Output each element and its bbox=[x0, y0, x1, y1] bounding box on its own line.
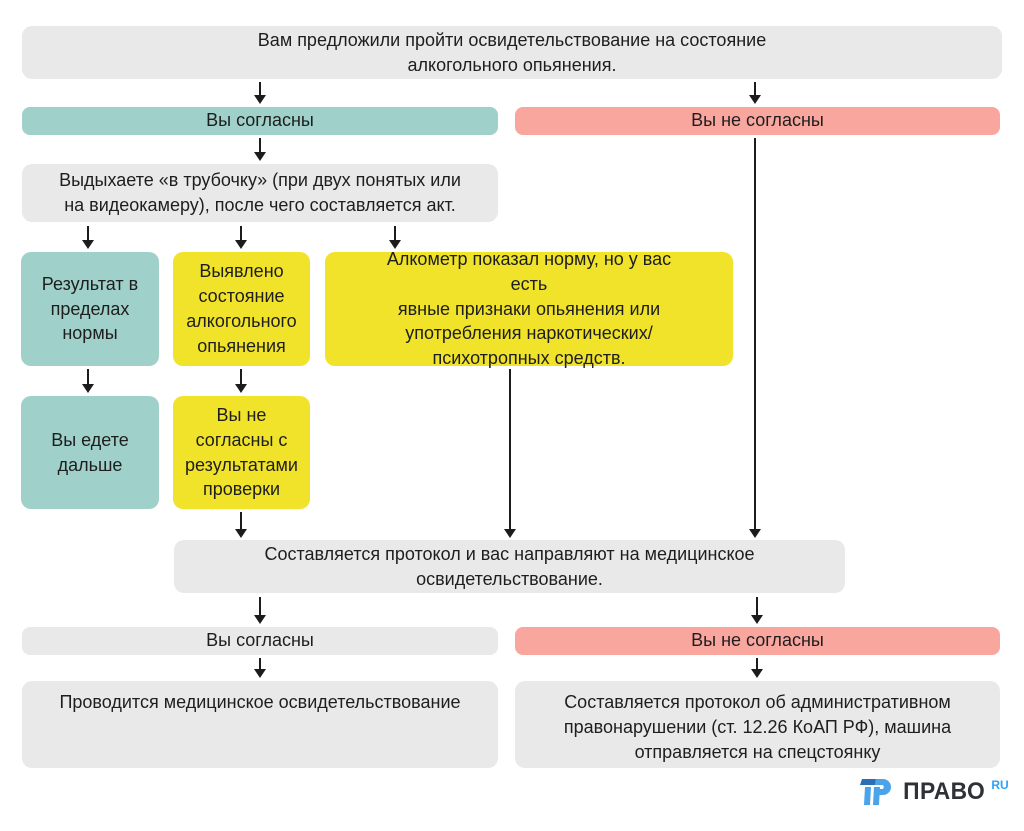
arrow-down bbox=[82, 226, 94, 249]
node-breath-test: Выдыхаете «в трубочку» (при двух понятых… bbox=[22, 164, 498, 222]
node-disagree-top: Вы не согласны bbox=[515, 107, 1000, 135]
node-start: Вам предложили пройти освидетельствовани… bbox=[22, 26, 1002, 79]
node-protocol-admin-offense-label: Составляется протокол об административно… bbox=[563, 692, 952, 762]
arrow-down bbox=[389, 226, 401, 249]
arrow-down bbox=[254, 138, 266, 161]
node-drive-on-label: Вы едете дальше bbox=[51, 429, 129, 475]
arrow-down bbox=[254, 658, 266, 678]
node-result-normal-label: Результат в пределах нормы bbox=[41, 273, 139, 344]
arrow-down bbox=[749, 82, 761, 104]
arrow-down bbox=[235, 512, 247, 538]
node-start-label: Вам предложили пройти освидетельствовани… bbox=[257, 29, 767, 75]
node-disagree-bottom-label: Вы не согласны bbox=[691, 630, 824, 651]
arrow-down bbox=[235, 369, 247, 393]
node-protocol-medical-referral: Составляется протокол и вас направляют н… bbox=[174, 540, 845, 593]
arrow-down bbox=[751, 597, 763, 624]
node-intoxication-found: Выявлено состояние алкогольного опьянени… bbox=[173, 252, 310, 366]
node-intoxication-found-label: Выявлено состояние алкогольного опьянени… bbox=[186, 261, 297, 356]
node-result-normal: Результат в пределах нормы bbox=[21, 252, 159, 366]
arrow-down bbox=[235, 226, 247, 249]
arrow-down-long bbox=[749, 138, 761, 538]
node-alcometer-norm-but-signs-label: Алкометр показал норму, но у вас есть яв… bbox=[386, 248, 672, 369]
node-disagree-with-results-label: Вы не согласны с результатами проверки bbox=[185, 404, 298, 500]
node-protocol-admin-offense: Составляется протокол об административно… bbox=[515, 681, 1000, 768]
node-agree-bottom: Вы согласны bbox=[22, 627, 498, 655]
arrow-down bbox=[751, 658, 763, 678]
node-agree-top: Вы согласны bbox=[22, 107, 498, 135]
node-breath-test-label: Выдыхаете «в трубочку» (при двух понятых… bbox=[59, 170, 461, 215]
node-protocol-medical-referral-label: Составляется протокол и вас направляют н… bbox=[264, 543, 755, 589]
node-medical-exam-label: Проводится медицинское освидетельствован… bbox=[59, 692, 461, 712]
arrow-down bbox=[82, 369, 94, 393]
arrow-down-long bbox=[504, 369, 516, 538]
arrow-down bbox=[254, 597, 266, 624]
node-agree-bottom-label: Вы согласны bbox=[206, 630, 314, 651]
node-disagree-with-results: Вы не согласны с результатами проверки bbox=[173, 396, 310, 509]
arrow-down bbox=[254, 82, 266, 104]
logo-ru-badge: RU bbox=[991, 778, 1009, 792]
node-alcometer-norm-but-signs: Алкометр показал норму, но у вас есть яв… bbox=[325, 249, 733, 368]
node-disagree-bottom: Вы не согласны bbox=[515, 627, 1000, 655]
pravo-logo-mark-icon bbox=[858, 777, 894, 807]
logo-text: ПРАВО bbox=[903, 778, 986, 805]
node-disagree-top-label: Вы не согласны bbox=[691, 110, 824, 131]
pravo-ru-logo: ПРАВО RU bbox=[858, 777, 1009, 807]
node-medical-exam: Проводится медицинское освидетельствован… bbox=[22, 681, 498, 768]
node-drive-on: Вы едете дальше bbox=[21, 396, 159, 509]
node-agree-top-label: Вы согласны bbox=[206, 110, 314, 131]
